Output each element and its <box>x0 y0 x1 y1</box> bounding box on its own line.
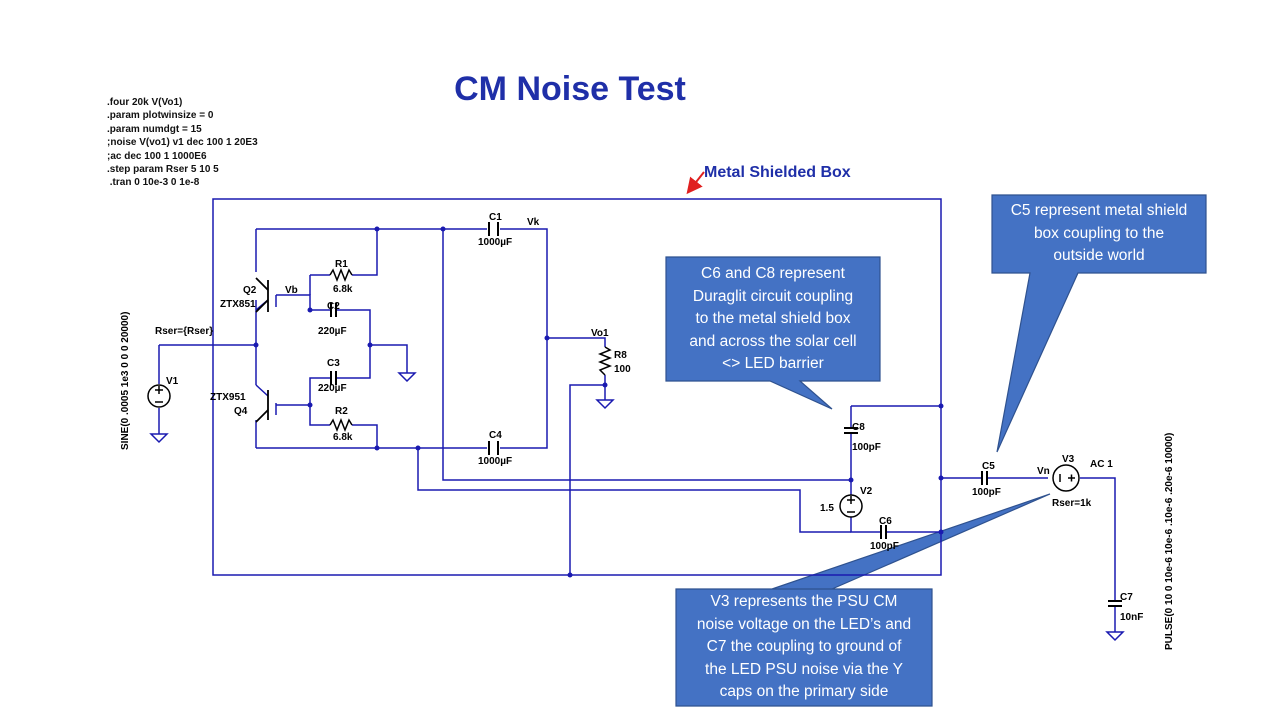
callout-v3-shape <box>675 493 1051 707</box>
q4-ref: Q4 <box>234 406 248 417</box>
vo1-net-label: Vo1 <box>591 328 609 339</box>
callout-line: V3 represents the PSU CM <box>710 593 898 610</box>
c8-ref: C8 <box>852 422 865 433</box>
q2-ref: Q2 <box>243 285 257 296</box>
v2-ref: V2 <box>860 486 873 497</box>
directive-line: ;ac dec 100 1 1000E6 <box>107 150 207 162</box>
c7-ref: C7 <box>1120 592 1133 603</box>
spice-directives: .four 20k V(Vo1) .param plotwinsize = 0 … <box>107 96 258 190</box>
ground-symbols <box>149 372 1125 642</box>
directive-line: ;noise V(vo1) v1 dec 100 1 20E3 <box>107 137 258 149</box>
r1-value: 6.8k <box>333 284 353 295</box>
component-labels: C1 1000µF Vk R1 6.8k Vb Q2 ZTX851 C2 220… <box>120 212 1175 650</box>
callout-c6c8: C6 and C8 represent Duraglit circuit cou… <box>666 263 880 376</box>
v3-rser-label: Rser=1k <box>1052 498 1092 509</box>
c4-value: 1000µF <box>478 456 512 467</box>
v3-ref: V3 <box>1062 454 1075 465</box>
metal-shield-box <box>212 198 942 576</box>
v1-source-spec: SINE(0 .0005 1e3 0 0 0 20000) <box>120 312 131 450</box>
callout-c5-shape <box>991 194 1207 453</box>
v3-source-spec: PULSE(0 10 0 10e-6 10e-6 .10e-6 .20e-6 1… <box>1164 433 1175 650</box>
directive-line: .param numdgt = 15 <box>107 123 202 135</box>
callout-line: and across the solar cell <box>689 332 857 350</box>
shield-label-arrow <box>686 171 705 195</box>
v2-value: 1.5 <box>820 503 834 514</box>
c3-value: 220µF <box>318 383 347 394</box>
c1-value: 1000µF <box>478 237 512 248</box>
wires <box>158 228 1116 632</box>
vn-net-label: Vn <box>1037 466 1050 477</box>
callout-line: noise voltage on the LED’s and <box>696 615 912 633</box>
callout-line: Duraglit circuit coupling <box>692 287 854 305</box>
c5-value: 100pF <box>972 487 1001 498</box>
callout-line: caps on the primary side <box>719 683 889 700</box>
v3-ac-label: AC 1 <box>1090 459 1113 470</box>
c8-value: 100pF <box>852 442 881 453</box>
callout-c5: C5 represent metal shield box coupling t… <box>992 200 1206 268</box>
c2-value: 220µF <box>318 326 347 337</box>
r2-value: 6.8k <box>333 432 353 443</box>
resistor-symbols <box>329 267 613 433</box>
c5-ref: C5 <box>982 461 995 472</box>
q2-transistor-symbol <box>255 277 269 313</box>
callout-line: C6 and C8 represent <box>701 265 845 282</box>
callout-line: outside world <box>1053 247 1145 264</box>
junction-dots <box>253 226 944 578</box>
r8-ref: R8 <box>614 350 627 361</box>
callout-line: <> LED barrier <box>722 355 824 372</box>
c7-value: 10nF <box>1120 612 1143 623</box>
c2-ref: C2 <box>327 301 340 312</box>
c3-ref: C3 <box>327 358 340 369</box>
callout-c6c8-shape <box>665 256 881 410</box>
callout-line: C5 represent metal shield <box>1010 202 1188 219</box>
callout-line: the LED PSU noise via the Y <box>705 660 903 678</box>
callout-line: box coupling to the <box>1033 224 1165 242</box>
v3-source-symbol <box>1052 464 1080 492</box>
r1-ref: R1 <box>335 259 348 270</box>
v1-source-symbol <box>147 384 171 408</box>
directive-line: .four 20k V(Vo1) <box>107 97 183 108</box>
page-title: CM Noise Test <box>454 70 686 108</box>
v2-source-symbol <box>839 494 863 518</box>
q4-transistor-symbol <box>255 390 269 423</box>
vb-net-label: Vb <box>285 285 298 296</box>
r2-ref: R2 <box>335 406 348 417</box>
callout-v3: V3 represents the PSU CM noise voltage o… <box>676 591 932 704</box>
c4-ref: C4 <box>489 430 502 441</box>
v1-ref: V1 <box>166 376 179 387</box>
callout-line: to the metal shield box <box>695 310 851 327</box>
c1-ref: C1 <box>489 212 502 223</box>
directive-line: .step param Rser 5 10 5 <box>107 164 219 176</box>
q2-model: ZTX851 <box>220 299 256 310</box>
vk-net-label: Vk <box>527 217 540 228</box>
r8-value: 100 <box>614 364 631 375</box>
callout-line: C7 the coupling to ground of <box>706 638 902 655</box>
shield-label: Metal Shielded Box <box>704 164 851 181</box>
q4-model: ZTX951 <box>210 392 246 403</box>
directive-line: .tran 0 10e-3 0 1e-8 <box>107 177 200 189</box>
c6-ref: C6 <box>879 516 892 527</box>
capacitor-symbols <box>330 222 1122 607</box>
directive-line: .param plotwinsize = 0 <box>107 110 214 122</box>
rser-param-label: Rser={Rser} <box>155 326 213 337</box>
c6-value: 100pF <box>870 541 899 552</box>
